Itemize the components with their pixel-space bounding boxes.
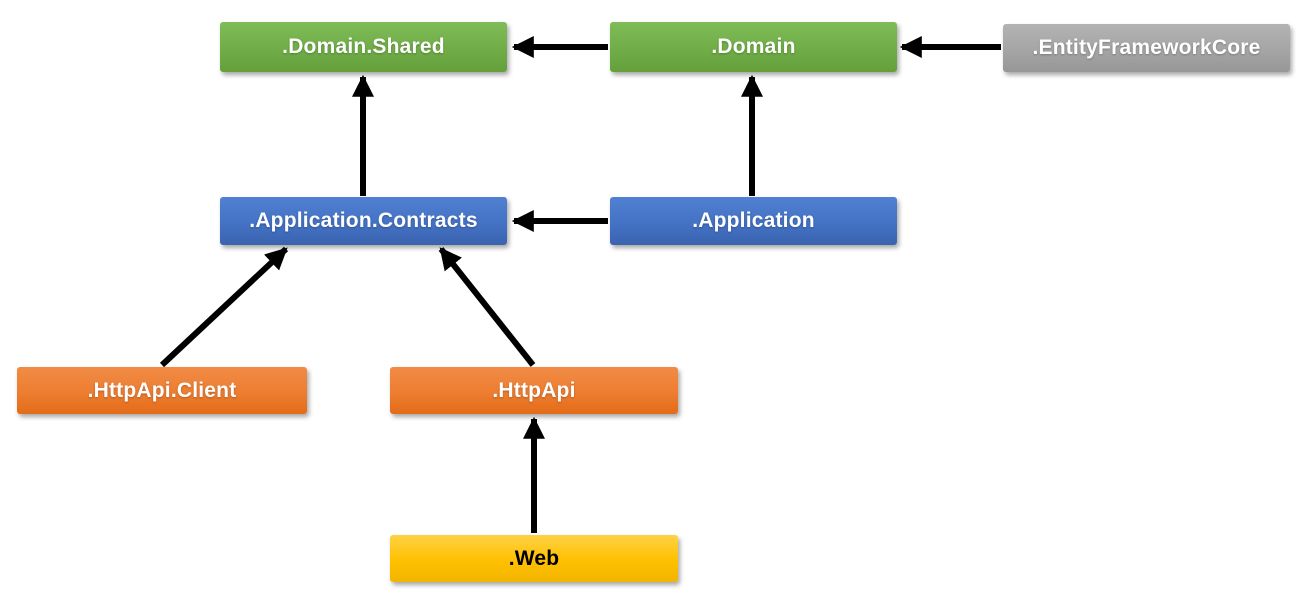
node-application-contracts: .Application.Contracts: [220, 197, 507, 245]
node-httpapi-label: .HttpApi: [492, 378, 576, 402]
node-domain-label: .Domain: [711, 35, 796, 58]
node-httpapi: .HttpApi: [390, 367, 678, 414]
node-application: .Application: [610, 197, 897, 245]
node-application-label: .Application: [692, 209, 815, 232]
node-entity-framework-core: .EntityFrameworkCore: [1003, 24, 1290, 72]
node-httpapi-client: .HttpApi.Client: [17, 367, 307, 414]
arrow-httpapi-client-to-application-contracts: [159, 246, 289, 368]
node-web-label: .Web: [508, 546, 560, 570]
node-web: .Web: [390, 535, 678, 582]
node-domain-shared-label: .Domain.Shared: [282, 35, 445, 58]
arrow-httpapi-to-application-contracts: [438, 247, 536, 367]
node-domain: .Domain: [610, 22, 897, 72]
node-application-contracts-label: .Application.Contracts: [249, 209, 478, 232]
node-entity-framework-core-label: .EntityFrameworkCore: [1032, 36, 1261, 59]
node-httpapi-client-label: .HttpApi.Client: [87, 378, 237, 402]
node-domain-shared: .Domain.Shared: [220, 22, 507, 72]
